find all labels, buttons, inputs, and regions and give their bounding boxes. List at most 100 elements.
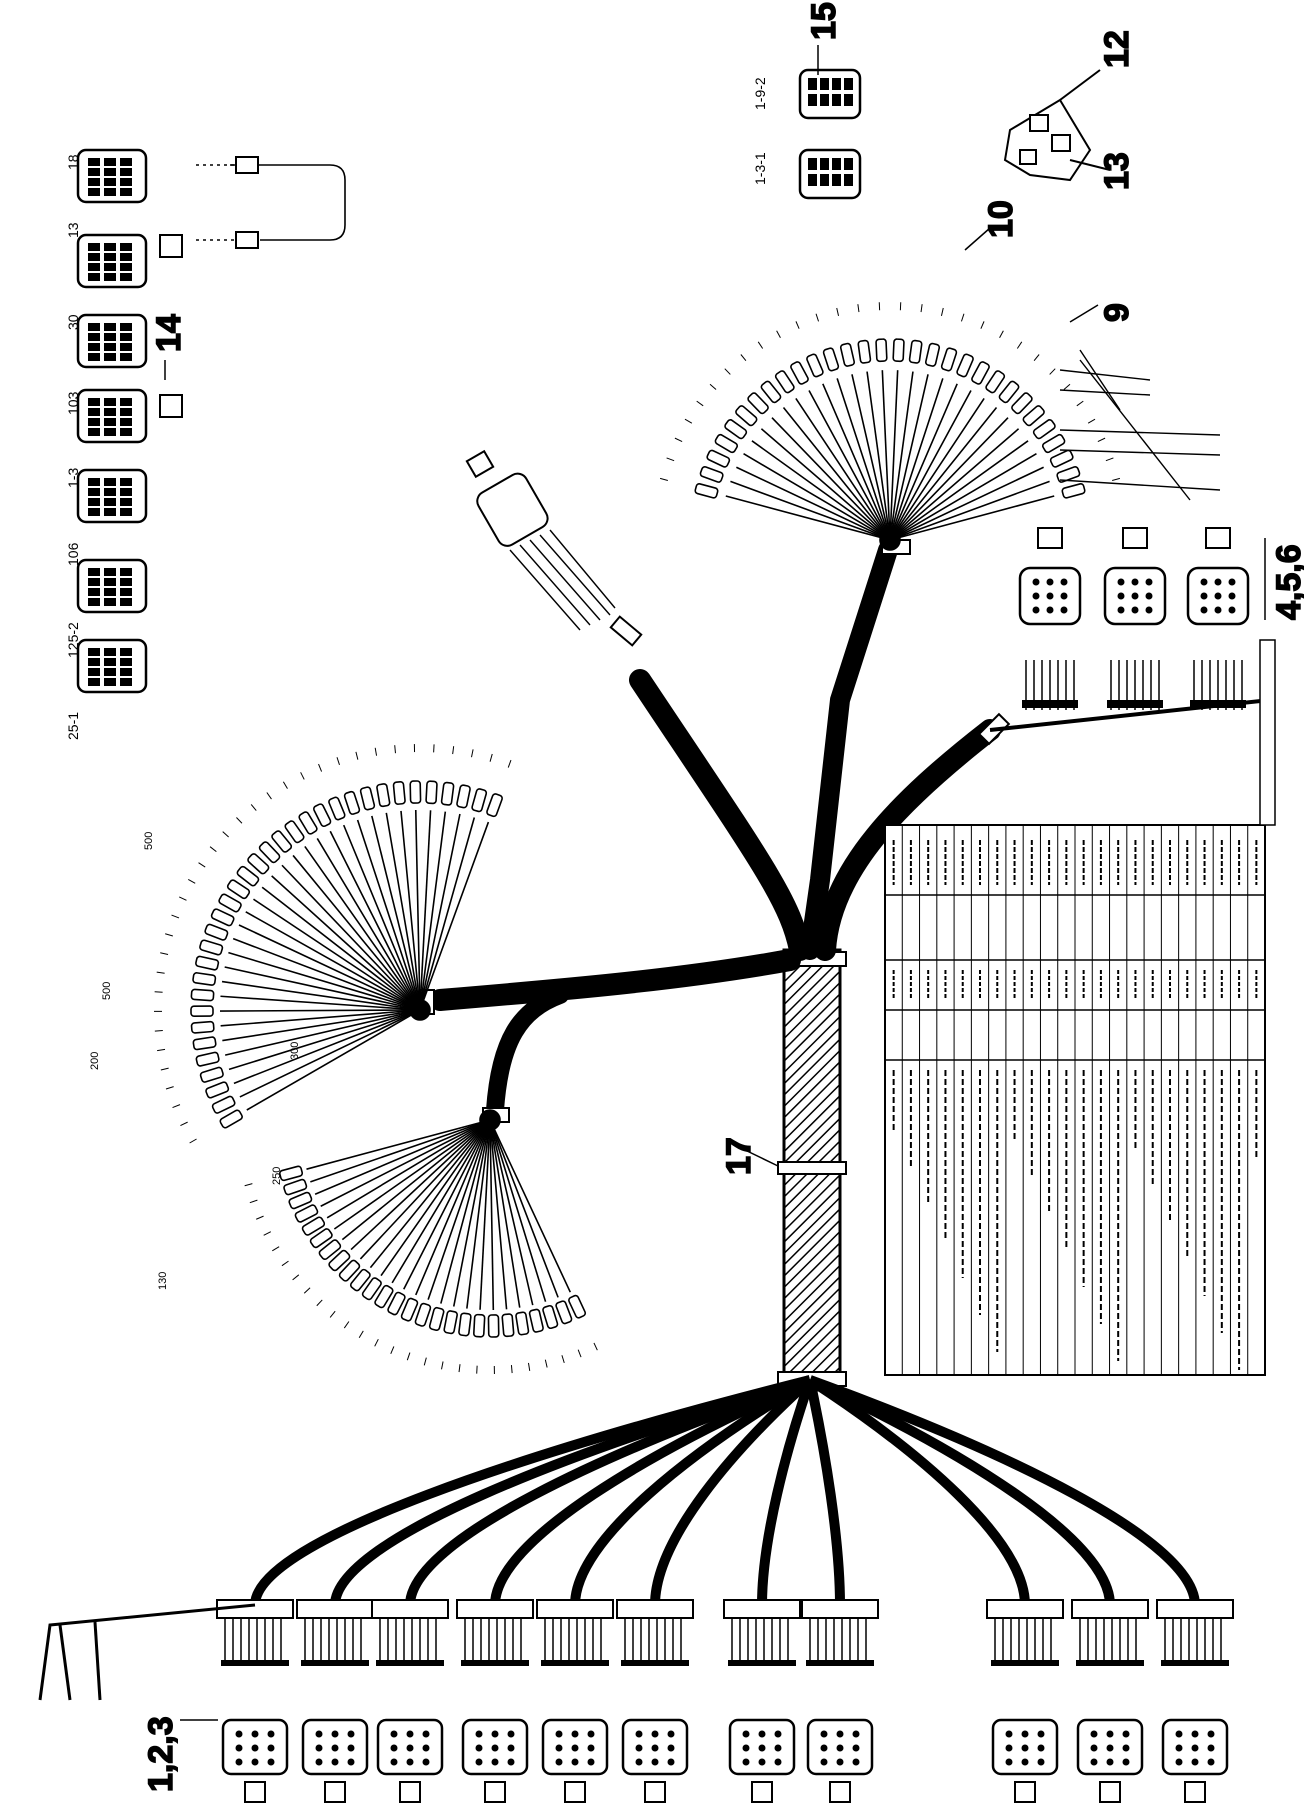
top-label-103: 103 bbox=[65, 391, 81, 415]
upper-right-fan-tick bbox=[999, 330, 1004, 339]
connector-pin bbox=[1117, 606, 1125, 614]
left-fan-terminal bbox=[312, 803, 332, 828]
connector-cell bbox=[88, 478, 100, 486]
connector-cell bbox=[120, 588, 132, 596]
connector-pin bbox=[1046, 578, 1054, 586]
left-fan-tick bbox=[165, 933, 173, 937]
middle-fan-tick bbox=[281, 1260, 289, 1267]
middle-fan-terminal bbox=[414, 1302, 432, 1327]
upper-right-fan-terminal bbox=[694, 483, 719, 499]
connector-pin bbox=[667, 1758, 675, 1766]
middle-fan-terminal bbox=[318, 1239, 342, 1261]
middle-fan-terminal bbox=[542, 1304, 559, 1330]
left-fan-tick bbox=[507, 759, 512, 768]
left-fan-wire bbox=[356, 819, 421, 1011]
connector-cell bbox=[88, 178, 100, 186]
connector-cell bbox=[104, 168, 116, 176]
callout-4-5-6: 4,5,6 bbox=[1270, 544, 1304, 620]
upper-right-fan-wire bbox=[889, 440, 1029, 541]
connector-pin bbox=[555, 1744, 563, 1752]
middle-fan-wire bbox=[310, 1119, 491, 1183]
connector-pin bbox=[422, 1744, 430, 1752]
connector-cell bbox=[104, 188, 116, 196]
connector-cell bbox=[120, 243, 132, 251]
upper-right-fan-wire bbox=[889, 383, 958, 541]
connector-pin bbox=[390, 1744, 398, 1752]
connector-pin bbox=[587, 1744, 595, 1752]
connector-pin bbox=[390, 1758, 398, 1766]
left-fan-wire bbox=[219, 1009, 421, 1012]
connector-cell bbox=[844, 174, 853, 186]
left-fan-terminal bbox=[204, 923, 229, 941]
length-label-3: 200 bbox=[89, 1052, 101, 1070]
middle-fan-terminal bbox=[387, 1291, 406, 1316]
left-fan-wire bbox=[245, 911, 421, 1011]
connector-pin bbox=[331, 1744, 339, 1752]
middle-fan-terminal bbox=[487, 1314, 500, 1338]
relay-cable bbox=[196, 156, 346, 249]
side-connector bbox=[465, 449, 616, 631]
connector-pin bbox=[251, 1758, 259, 1766]
connector-pin bbox=[1214, 592, 1222, 600]
pigtail bbox=[38, 1603, 256, 1701]
connector-pin bbox=[1032, 578, 1040, 586]
upper-right-fan-wire bbox=[889, 374, 929, 541]
left-fan-tick bbox=[489, 753, 493, 762]
connector-cell bbox=[120, 668, 132, 676]
connector-pin bbox=[422, 1758, 430, 1766]
lead-band bbox=[1107, 700, 1163, 708]
upper-right-fan-tick bbox=[1112, 477, 1121, 481]
upper-right-fan-terminal bbox=[822, 347, 840, 372]
left-fan-tick bbox=[336, 757, 340, 766]
left-fan-terminal bbox=[190, 1005, 214, 1017]
connector-cell bbox=[120, 398, 132, 406]
connector-pin bbox=[1207, 1730, 1215, 1738]
middle-fan-wire bbox=[452, 1119, 491, 1307]
middle-fan-tick bbox=[458, 1364, 461, 1373]
left-fan-tick bbox=[318, 763, 323, 772]
upper-right-fan-wire bbox=[782, 406, 891, 541]
left-fan-terminal bbox=[205, 1081, 230, 1099]
connector-pin bbox=[1175, 1758, 1183, 1766]
connector-pin bbox=[267, 1758, 275, 1766]
middle-fan-tick bbox=[406, 1352, 411, 1361]
middle-fan-tick bbox=[441, 1361, 444, 1370]
middle-fan-hub bbox=[479, 1109, 501, 1131]
connector-cell bbox=[120, 408, 132, 416]
upper-right-fan-terminal bbox=[760, 380, 782, 404]
left-fan-wire bbox=[228, 951, 421, 1011]
upper-right-fan-wire bbox=[889, 495, 1055, 541]
connector-cell bbox=[88, 168, 100, 176]
left-fan-terminal bbox=[192, 1036, 217, 1051]
left-fan-terminal bbox=[298, 811, 318, 835]
left-fan-terminal bbox=[409, 780, 422, 804]
upper-right-fan-wire bbox=[751, 440, 891, 541]
top-right-label-2: 1-9-2 bbox=[752, 77, 768, 110]
connector-pin bbox=[571, 1730, 579, 1738]
connector-pin bbox=[1228, 592, 1236, 600]
upper-right-fan-tick bbox=[1087, 418, 1096, 424]
connector-cell bbox=[820, 174, 829, 186]
middle-fan-tick bbox=[249, 1199, 258, 1204]
connector-pin bbox=[836, 1758, 844, 1766]
connector-pin bbox=[475, 1758, 483, 1766]
connector-cell bbox=[88, 253, 100, 261]
upper-right-fan-tick bbox=[1076, 400, 1084, 407]
left-fan-wire bbox=[246, 1009, 421, 1111]
connector-pin bbox=[235, 1730, 243, 1738]
bottom-sleeve bbox=[371, 1599, 449, 1619]
left-fan-tick bbox=[179, 896, 187, 901]
connector-pin bbox=[475, 1744, 483, 1752]
left-fan-terminal bbox=[226, 879, 251, 900]
connector-cell bbox=[104, 418, 116, 426]
connector-id-box bbox=[829, 1781, 851, 1803]
branch bbox=[989, 650, 1272, 732]
middle-fan-wire bbox=[314, 1119, 491, 1195]
upper-right-fan-terminal bbox=[875, 338, 888, 363]
connector-pin bbox=[1145, 578, 1153, 586]
left-fan-tick bbox=[154, 991, 163, 993]
upper-right-fan-tick bbox=[1016, 341, 1023, 349]
connector-cell bbox=[104, 273, 116, 281]
left-fan-tick bbox=[160, 1067, 169, 1071]
connector-cell bbox=[104, 333, 116, 341]
